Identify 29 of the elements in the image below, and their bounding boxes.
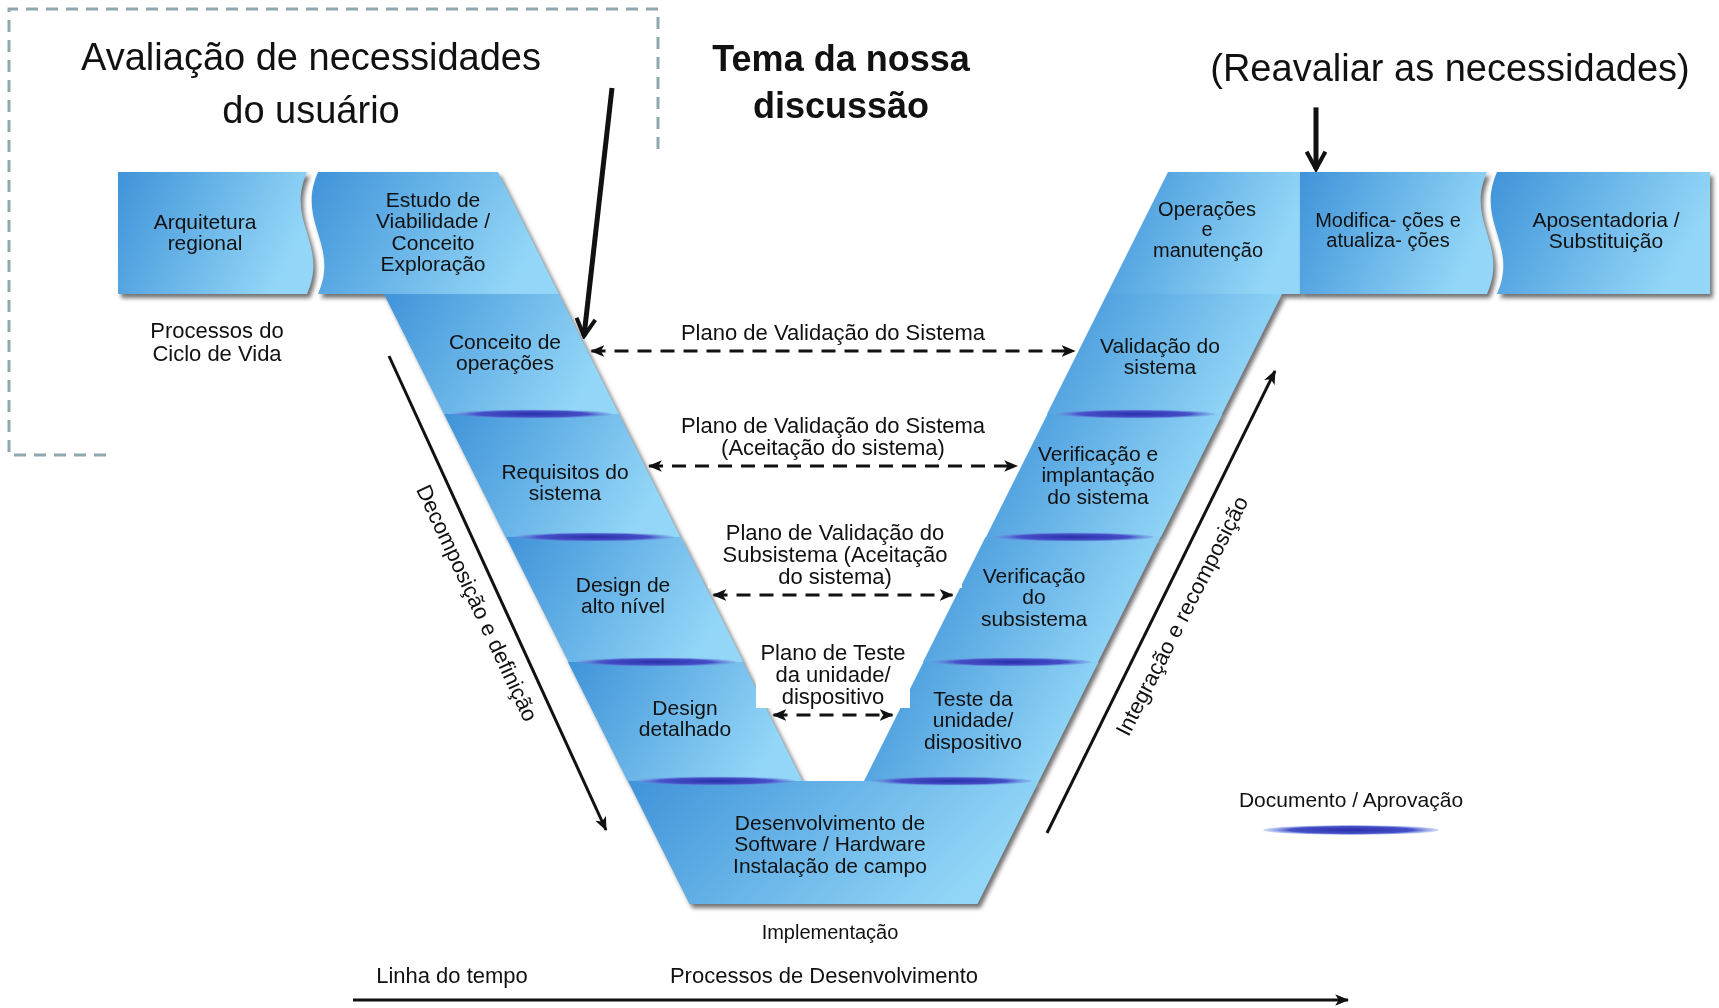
stage-label: Verificação do subsistema bbox=[979, 564, 1089, 630]
callout-text: Tema da nossa discussão bbox=[614, 36, 1068, 130]
stage-label: Requisitos do sistema bbox=[500, 460, 630, 504]
text-label: Avaliação de necessidades do usuário bbox=[80, 34, 542, 133]
stage-label: Aposentadoria / Substituição bbox=[1531, 208, 1681, 252]
arrow bbox=[574, 87, 615, 339]
stage-label: Arquitetura regional bbox=[152, 210, 258, 254]
edge-label: Plano de Teste da unidade/ dispositivo bbox=[756, 642, 910, 708]
stage-label: Desenvolvimento de Software / Hardware Instalação de campo bbox=[732, 811, 928, 877]
arrow bbox=[1304, 107, 1328, 172]
text-label: Implementação bbox=[761, 921, 899, 943]
stage-label: Conceito de operações bbox=[447, 330, 563, 374]
stage-label: Modifica- ções e atualiza- ções bbox=[1314, 209, 1462, 251]
callout-text: (Reavaliar as necessidades) bbox=[1180, 44, 1719, 94]
stage-label: Operações e manutenção bbox=[1153, 199, 1261, 261]
text-label: Processos de Desenvolvimento bbox=[669, 964, 979, 988]
arrow bbox=[772, 709, 894, 721]
stage-label: Design de alto nível bbox=[574, 573, 672, 617]
legend-label: Documento / Aprovação bbox=[1238, 789, 1464, 811]
arrow bbox=[712, 589, 954, 601]
stage-label: Teste da unidade/ dispositivo bbox=[922, 687, 1024, 753]
stage-label: Estudo de Viabilidade / Conceito Exploração bbox=[374, 189, 491, 275]
arrow bbox=[647, 460, 1019, 472]
text-label: Processos do Ciclo de Vida bbox=[149, 318, 285, 366]
arrow bbox=[590, 345, 1076, 357]
stage-label: Verificação e implantação do sistema bbox=[1036, 442, 1160, 508]
text-label: Linha do tempo bbox=[376, 964, 528, 988]
stage-label: Validação do sistema bbox=[1099, 334, 1221, 378]
stage-label: Design detalhado bbox=[637, 696, 733, 740]
